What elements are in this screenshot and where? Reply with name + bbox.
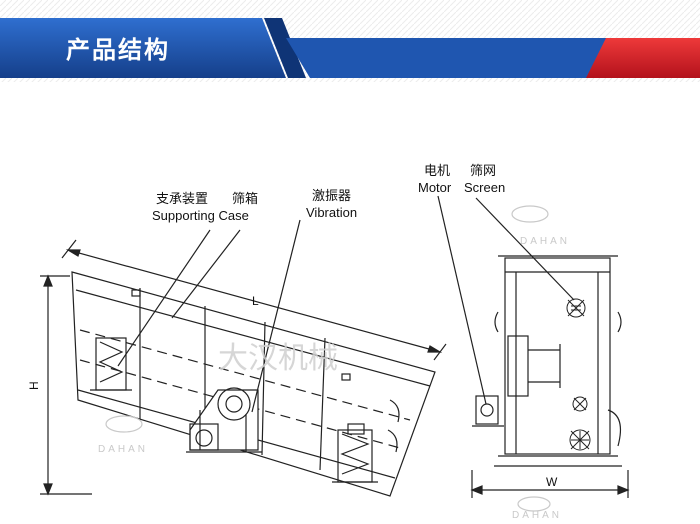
dimension-length: [61, 239, 447, 361]
right-support-spring: [332, 423, 378, 483]
dim-label-w: W: [546, 475, 558, 489]
vibrator-assembly: [186, 387, 262, 453]
dim-label-l: L: [252, 294, 259, 308]
motor-leader-line: [437, 195, 487, 405]
screen-box-front-view: [472, 255, 622, 467]
label-sieve-box-cn: 筛箱: [232, 191, 258, 206]
page-title: 产品结构: [66, 36, 170, 64]
watermark-brand-left: DAHAN: [98, 444, 148, 455]
left-support-spring: [90, 337, 132, 391]
label-screen-cn: 筛网: [470, 163, 496, 178]
structure-diagram: DAHAN DAHAN DAHAN 大汉机械 支承装置 筛箱 Supportin…: [27, 163, 630, 521]
label-vibrator-cn: 激振器: [312, 188, 351, 203]
vibrator-leader-line: [251, 219, 301, 413]
watermark-logo: [105, 205, 551, 512]
label-vibrator-en: Vibration: [306, 205, 357, 220]
watermark-brand-top: DAHAN: [520, 236, 570, 247]
dimension-width: [470, 470, 630, 498]
label-support-cn: 支承装置: [156, 191, 208, 206]
banner-red-tab: [586, 38, 700, 78]
banner-blue-bar: [286, 38, 612, 78]
watermark-brand-cn: 大汉机械: [218, 342, 338, 375]
label-motor-en: Motor: [418, 180, 452, 195]
dimension-height: [40, 274, 92, 496]
screen-mesh-symbol: [566, 298, 591, 451]
banner-blue-tab: [0, 18, 286, 78]
screen-leader-line: [475, 197, 575, 301]
label-motor-cn: 电机: [424, 163, 450, 178]
header-banner: [0, 0, 700, 82]
watermark-brand-bottom: DAHAN: [512, 510, 562, 521]
dim-label-h: H: [27, 381, 41, 390]
box-leader-line: [171, 229, 241, 319]
label-screen-en: Screen: [464, 180, 505, 195]
label-supporting-case-en: Supporting Case: [152, 208, 249, 223]
support-leader-line: [117, 229, 211, 367]
